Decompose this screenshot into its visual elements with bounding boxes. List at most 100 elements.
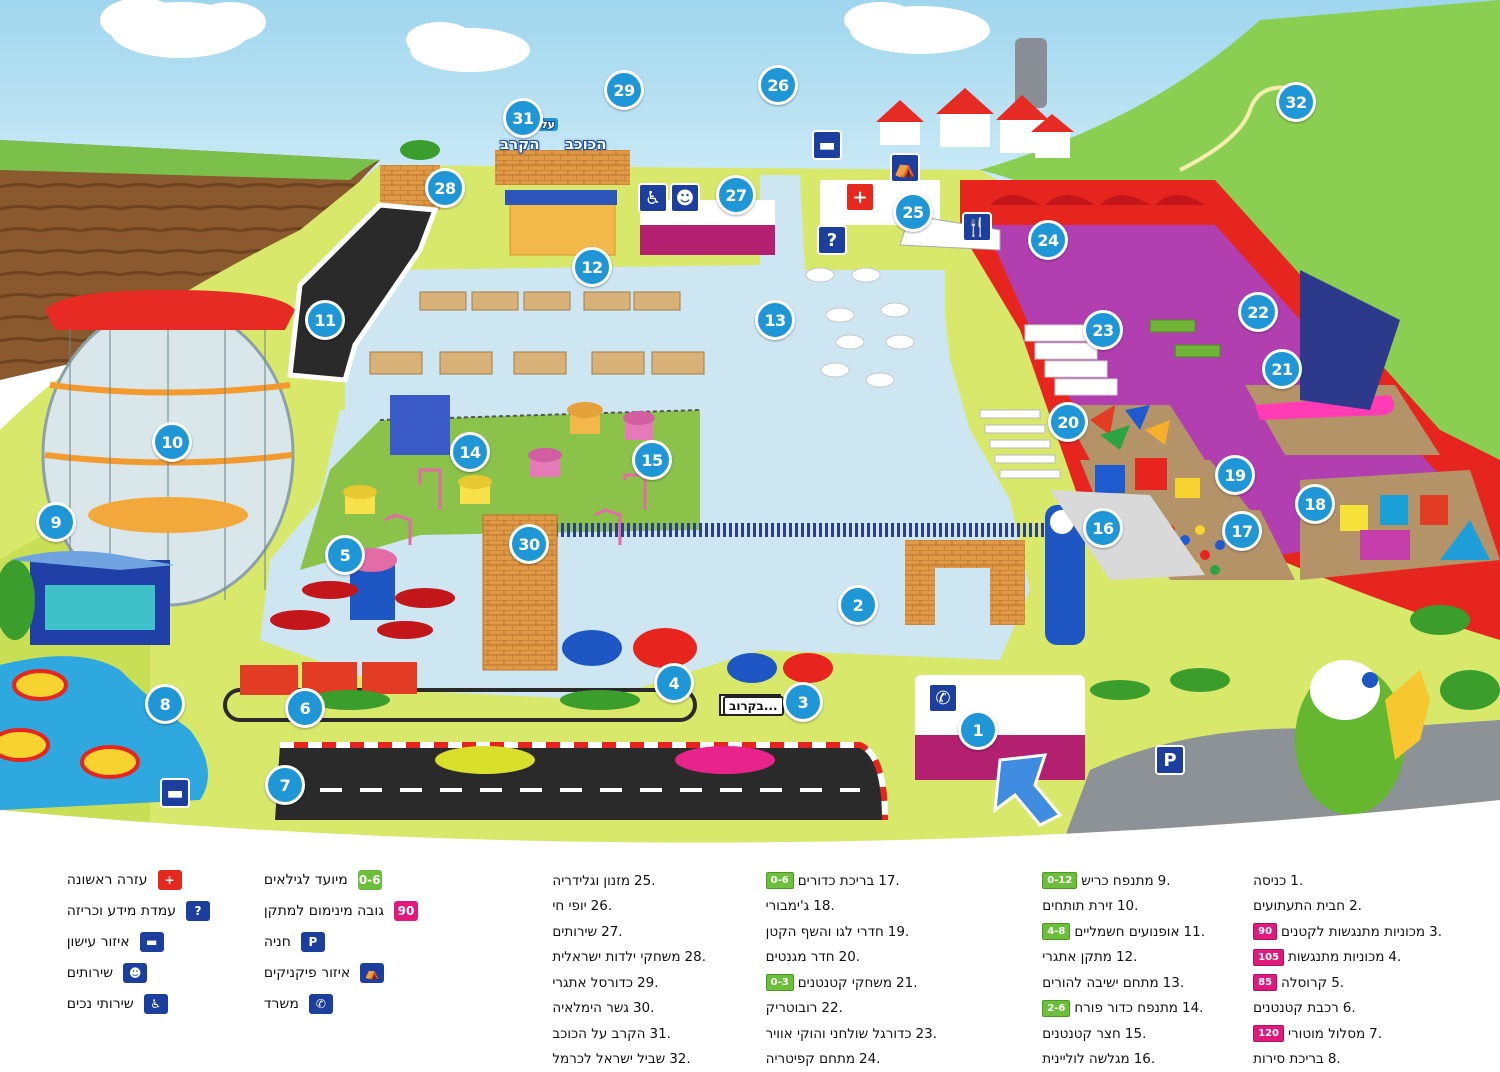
- marker-16[interactable]: 16: [1083, 508, 1123, 548]
- marker-20[interactable]: 20: [1048, 402, 1088, 442]
- legend-key-row: ♿שירותי נכים: [67, 988, 210, 1019]
- marker-21[interactable]: 21: [1262, 349, 1302, 389]
- legend-key-label: שירותי נכים: [67, 996, 134, 1012]
- legend-item-number: 1.: [1290, 873, 1303, 889]
- legend-item-label: מכוניות מתנגשות: [1288, 949, 1384, 965]
- marker-27[interactable]: 27: [716, 175, 756, 215]
- min-height-badge: 120: [1253, 1025, 1284, 1042]
- legend-item: 26.יופי חי: [552, 898, 612, 914]
- marker-8[interactable]: 8: [145, 684, 185, 724]
- legend-item: 23.כדורגל שולחני והוקי אוויר: [766, 1026, 937, 1042]
- legend-item-number: 17.: [878, 873, 899, 889]
- marker-26[interactable]: 26: [758, 65, 798, 105]
- legend-item-number: 23.: [916, 1026, 937, 1042]
- marker-14[interactable]: 14: [450, 432, 490, 472]
- first-aid-icon: +: [845, 182, 875, 212]
- marker-31[interactable]: 31: [503, 98, 543, 138]
- picnic-table-icon: ⛺: [360, 963, 384, 983]
- marker-24[interactable]: 24: [1028, 220, 1068, 260]
- legend-key-column-left: +עזרה ראשונה?עמדת מידע וכריזה▬איזור עישו…: [67, 864, 210, 1019]
- min-height-badge: 85: [1253, 974, 1277, 991]
- legend-item-number: 29.: [637, 975, 658, 991]
- marker-9[interactable]: 9: [36, 502, 76, 542]
- legend-item-label: אופנועים חשמליים: [1074, 924, 1179, 940]
- min-height-icon: 90: [394, 901, 418, 921]
- legend-item-label: חבית התעתועים: [1253, 898, 1345, 914]
- legend-item-number: 7.: [1369, 1026, 1382, 1042]
- legend-row: 8.בריכת סירות: [1253, 1047, 1442, 1072]
- marker-30[interactable]: 30: [509, 524, 549, 564]
- legend-item-label: חצר קטנטנים: [1042, 1026, 1121, 1042]
- legend-item-number: 21.: [896, 975, 917, 991]
- legend-item-label: מסלול מוטורי: [1288, 1026, 1365, 1042]
- legend-item: 10.זירת תותחים: [1042, 898, 1138, 914]
- legend-row: 25.מזנון וגלידריה: [552, 868, 706, 894]
- train: [240, 662, 417, 695]
- marker-3[interactable]: 3: [783, 682, 823, 722]
- legend-item-label: הקרב על הכוכב: [552, 1026, 645, 1042]
- legend-row: 2.חבית התעתועים: [1253, 894, 1442, 920]
- legend-row: 28.משחקי ילדות ישראלית: [552, 945, 706, 971]
- marker-12[interactable]: 12: [572, 247, 612, 287]
- marker-15[interactable]: 15: [632, 440, 672, 480]
- restrooms-icon: ☻: [670, 183, 700, 213]
- marker-18[interactable]: 18: [1295, 484, 1335, 524]
- marker-17[interactable]: 17: [1222, 511, 1262, 551]
- legend-key-label: עמדת מידע וכריזה: [67, 903, 176, 919]
- legend-item-number: 12.: [1116, 949, 1137, 965]
- legend-item-label: חדר מגנטים: [766, 949, 835, 965]
- legend-key-row: ⛺איזור פיקניקים: [264, 957, 418, 988]
- legend-item: 28.משחקי ילדות ישראלית: [552, 949, 706, 965]
- marker-23[interactable]: 23: [1083, 310, 1123, 350]
- legend-item-number: 13.: [1163, 975, 1184, 991]
- legend-row: 12.מתקן אתגרי: [1042, 945, 1205, 971]
- marker-32[interactable]: 32: [1276, 82, 1316, 122]
- marker-25[interactable]: 25: [893, 192, 933, 232]
- marker-7[interactable]: 7: [265, 765, 305, 805]
- age-range-badge: 0-6: [766, 872, 794, 889]
- legend-item-label: מכוניות מתנגשות לקטנים: [1281, 924, 1425, 940]
- legend-item-label: בריכת כדורים: [798, 873, 875, 889]
- legend-column-4: 25.מזנון וגלידריה 26.יופי חי 27.שירותים 28.…: [552, 868, 706, 1072]
- marker-1[interactable]: 1: [958, 710, 998, 750]
- marker-11[interactable]: 11: [305, 300, 345, 340]
- marker-28[interactable]: 28: [425, 168, 465, 208]
- age-range-badge: 2-6: [1042, 1000, 1070, 1017]
- marker-2[interactable]: 2: [838, 585, 878, 625]
- marker-19[interactable]: 19: [1215, 455, 1255, 495]
- legend-row: 30.גשר הימלאיה: [552, 996, 706, 1022]
- info-desk-icon: ?: [186, 901, 210, 921]
- legend-row: 6.רכבת קטנטנים: [1253, 996, 1442, 1022]
- office-phone-icon: ✆: [309, 994, 333, 1014]
- legend-row: 22.רובוטריק: [766, 996, 937, 1022]
- legend-item-label: ג'ימבורי: [766, 898, 810, 914]
- legend-item-number: 25.: [634, 873, 655, 889]
- marker-22[interactable]: 22: [1238, 292, 1278, 332]
- legend-key-label: מיועד לגילאים: [264, 872, 348, 888]
- marker-6[interactable]: 6: [285, 688, 325, 728]
- legend-key-label: משרד: [264, 996, 299, 1012]
- marker-4[interactable]: 4: [654, 663, 694, 703]
- legend-item: 20.חדר מגנטים: [766, 949, 860, 965]
- legend-row: 19.חדרי לגו והשף הקטן: [766, 919, 937, 945]
- legend-item: 29.כדורסל אתגרי: [552, 975, 658, 991]
- marker-5[interactable]: 5: [325, 535, 365, 575]
- marker-13[interactable]: 13: [755, 300, 795, 340]
- marker-29[interactable]: 29: [604, 70, 644, 110]
- legend-key-row: ? עמדת מידע וכריזה: [67, 895, 210, 926]
- legend-item-label: כניסה: [1253, 873, 1286, 889]
- legend-row: 27.שירותים: [552, 919, 706, 945]
- marker-10[interactable]: 10: [152, 422, 192, 462]
